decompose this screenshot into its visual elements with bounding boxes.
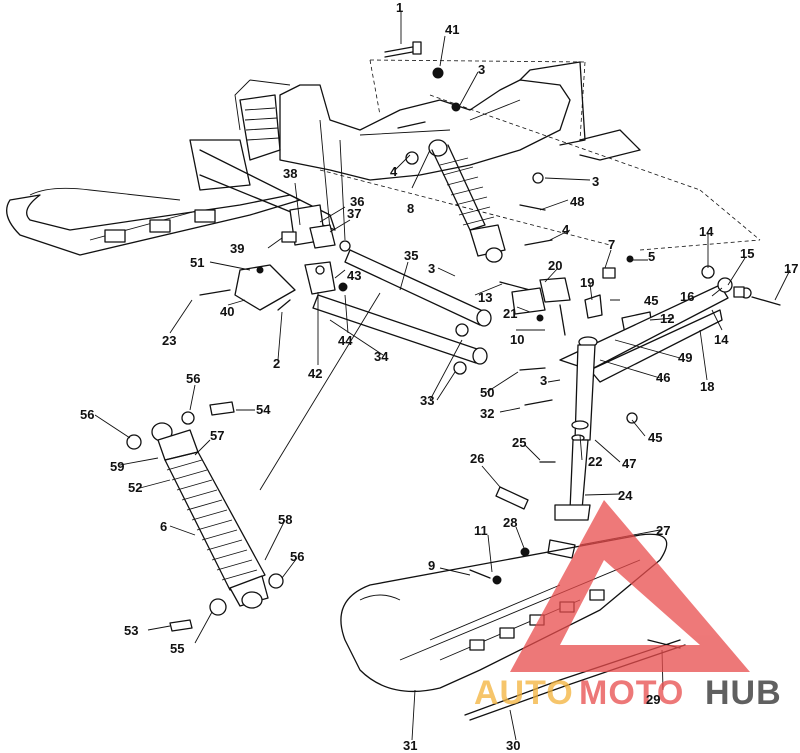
- callout-45: 45: [644, 293, 658, 308]
- coil-spring-shock-icon: [164, 451, 266, 591]
- callout-8: 8: [407, 201, 414, 216]
- bushings: [126, 401, 529, 510]
- watermark-moto: MOTO: [579, 674, 684, 712]
- callout-23: 23: [162, 333, 176, 348]
- callout-43: 43: [347, 268, 361, 283]
- callout-59: 59: [110, 459, 124, 474]
- callout-39: 39: [230, 241, 244, 256]
- callout-14: 14: [699, 224, 714, 239]
- callout-31: 31: [403, 738, 417, 753]
- callout-3: 3: [592, 174, 599, 189]
- callout-47: 47: [622, 456, 636, 471]
- callout-9: 9: [428, 558, 435, 573]
- callout-24: 24: [618, 488, 633, 503]
- callout-20: 20: [548, 258, 562, 273]
- callout-11: 11: [474, 523, 488, 538]
- spindle: [519, 336, 638, 521]
- callout-5: 5: [648, 249, 655, 264]
- callout-26: 26: [470, 451, 484, 466]
- callout-13: 13: [478, 290, 492, 305]
- chassis-frame: [189, 59, 761, 251]
- callout-3: 3: [540, 373, 547, 388]
- callout-labels: 1 41 3 38 37 36 39 4 8 3 48 4 7 5 14 15 …: [80, 0, 798, 753]
- callout-58: 58: [278, 512, 292, 527]
- callout-1: 1: [396, 0, 403, 15]
- callout-44: 44: [338, 333, 353, 348]
- callout-56: 56: [186, 371, 200, 386]
- callout-14: 14: [714, 332, 729, 347]
- upper-shock: [428, 139, 506, 263]
- callout-45: 45: [648, 430, 662, 445]
- callout-42: 42: [308, 366, 322, 381]
- triangle-logo-icon: [510, 500, 750, 672]
- bracket-left: [199, 204, 351, 311]
- callout-6: 6: [160, 519, 167, 534]
- callout-22: 22: [588, 454, 602, 469]
- callout-7: 7: [608, 237, 615, 252]
- callout-46: 46: [656, 370, 670, 385]
- callout-55: 55: [170, 641, 184, 656]
- callout-10: 10: [510, 332, 524, 347]
- callout-40: 40: [220, 304, 234, 319]
- callout-56: 56: [290, 549, 304, 564]
- callout-50: 50: [480, 385, 494, 400]
- background-ski: [6, 187, 301, 256]
- callout-3: 3: [428, 261, 435, 276]
- watermark: AUTO MOTO HUB: [474, 500, 782, 712]
- hardware-top: [384, 41, 634, 279]
- callout-27: 27: [656, 523, 670, 538]
- callout-32: 32: [480, 406, 494, 421]
- spindle-bracket: [499, 277, 653, 336]
- watermark-auto: AUTO: [474, 674, 574, 712]
- callout-51: 51: [190, 255, 204, 270]
- leader-lines: [94, 12, 791, 741]
- radius-rods: [259, 249, 492, 491]
- callout-21: 21: [503, 306, 517, 321]
- callout-30: 30: [506, 738, 520, 753]
- callout-37: 37: [347, 206, 361, 221]
- callout-52: 52: [128, 480, 142, 495]
- callout-56: 56: [80, 407, 94, 422]
- callout-34: 34: [374, 349, 389, 364]
- callout-18: 18: [700, 379, 714, 394]
- watermark-hub: HUB: [705, 674, 782, 712]
- callout-29: 29: [646, 692, 660, 707]
- callout-57: 57: [210, 428, 224, 443]
- callout-53: 53: [124, 623, 138, 638]
- callout-35: 35: [404, 248, 418, 263]
- callout-36: 36: [350, 194, 364, 209]
- callout-15: 15: [740, 246, 754, 261]
- main-shock-absorber: [151, 422, 284, 632]
- callout-54: 54: [256, 402, 271, 417]
- callout-16: 16: [680, 289, 694, 304]
- callout-2: 2: [273, 356, 280, 371]
- callout-25: 25: [512, 435, 526, 450]
- callout-28: 28: [503, 515, 517, 530]
- callout-19: 19: [580, 275, 594, 290]
- callout-41: 41: [445, 22, 459, 37]
- callout-49: 49: [678, 350, 692, 365]
- callout-12: 12: [660, 311, 674, 326]
- callout-48: 48: [570, 194, 584, 209]
- callout-4: 4: [390, 164, 398, 179]
- callout-3: 3: [478, 62, 485, 77]
- callout-33: 33: [420, 393, 434, 408]
- callout-38: 38: [283, 166, 297, 181]
- callout-4: 4: [562, 222, 570, 237]
- callout-17: 17: [784, 261, 798, 276]
